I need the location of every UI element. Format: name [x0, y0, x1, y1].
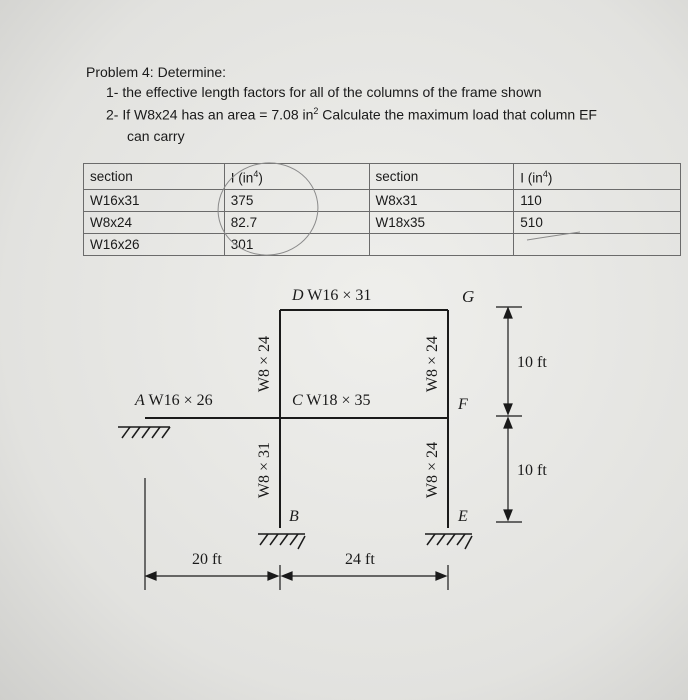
question-1: 1- the effective length factors for all …: [106, 84, 542, 100]
node-f-label: F: [458, 396, 468, 413]
cell-inertia-b: 510: [513, 210, 681, 234]
header-inertia-b-exp: 4: [542, 169, 548, 179]
node-c-label: C: [292, 392, 303, 409]
node-g-label: G: [462, 287, 475, 306]
beam-left-section: W16 × 26: [148, 392, 213, 409]
column-ef-upper-section: W8 × 24: [424, 335, 441, 393]
node-a-label: A: [135, 392, 145, 409]
fixed-support-e: [425, 533, 473, 550]
question-2-prefix: 2- If W8x24 has an area = 7.08 in: [106, 106, 314, 123]
dimension-left-span: 20 ft: [192, 551, 222, 568]
label-beam-left: A W16 × 26: [135, 392, 213, 410]
header-inertia-b-prefix: I (in: [520, 170, 543, 186]
fixed-support-b: [258, 533, 306, 550]
area-unit-exponent: 2: [313, 106, 319, 116]
cell-section-b: [368, 232, 515, 256]
cell-section-b: W8x31: [368, 188, 515, 212]
column-bc-lower-section: W8 × 31: [256, 441, 273, 499]
node-e-label: E: [458, 508, 468, 525]
dimension-upper-height: 10 ft: [517, 354, 547, 371]
dimension-right-span: 24 ft: [345, 551, 375, 568]
column-bc-upper-section: W8 × 24: [256, 335, 273, 393]
cell-section-a: W16x26: [83, 232, 225, 256]
cell-section-b: W18x35: [368, 210, 515, 234]
column-ef-lower-section: W8 × 24: [424, 441, 441, 499]
label-beam-top: D W16 × 31: [292, 287, 371, 305]
label-beam-mid: C W18 × 35: [292, 392, 371, 410]
header-section-b: section: [368, 163, 515, 190]
question-2-suffix: Calculate the maximum load that column E…: [318, 106, 597, 123]
fixed-support-a: [118, 426, 171, 439]
beam-top-section: W16 × 31: [307, 287, 372, 304]
problem-title: Problem 4: Determine:: [86, 64, 227, 80]
node-b-label: B: [289, 508, 299, 525]
dimension-lower-height: 10 ft: [517, 462, 547, 479]
question-2: 2- If W8x24 has an area = 7.08 in2 Calcu…: [106, 106, 597, 123]
node-d-label: D: [292, 287, 304, 304]
beam-mid-section: W18 × 35: [306, 392, 371, 409]
question-2-continued: can carry: [127, 128, 185, 144]
header-inertia-b-suffix: ): [547, 170, 553, 186]
